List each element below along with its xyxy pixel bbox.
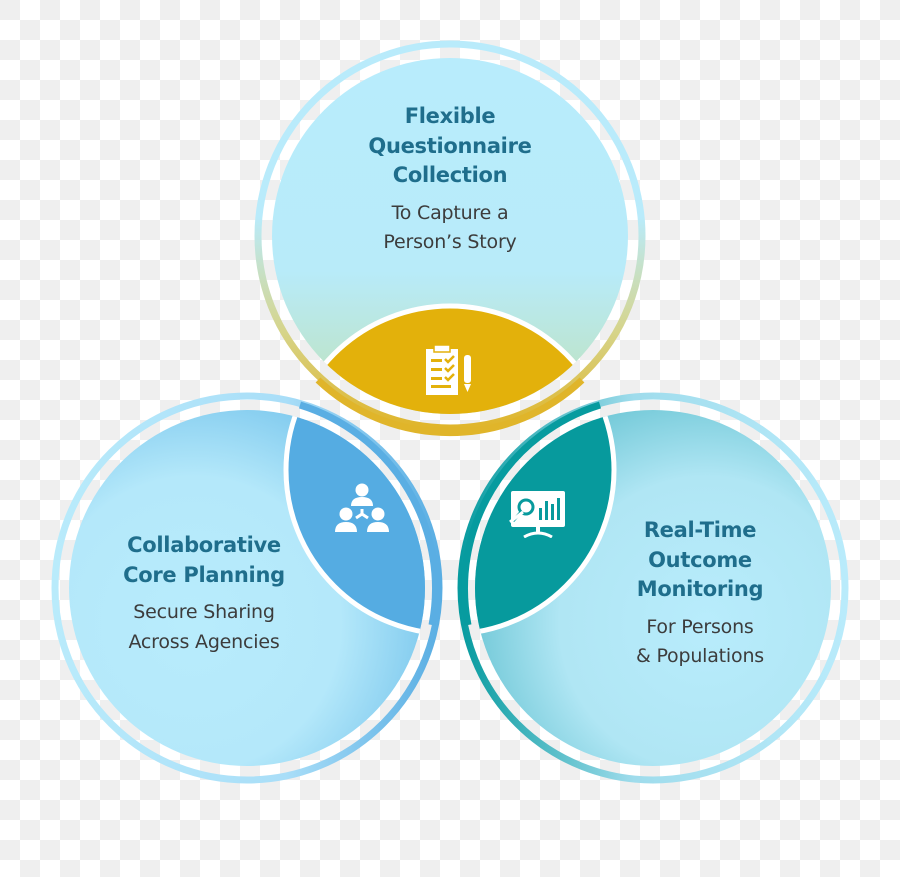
left-circle-subtitle: Secure Sharing Across Agencies	[128, 601, 280, 653]
right-circle-title: Real-Time Outcome Monitoring	[636, 518, 764, 601]
monitor-analytics-icon	[509, 491, 565, 538]
top-circle-ring	[254, 40, 646, 432]
top-circle-fill	[272, 58, 628, 414]
right-circle-label: Real-Time Outcome Monitoring For Persons…	[550, 516, 850, 672]
clipboard-checklist-icon	[426, 344, 471, 395]
left-circle-title: Collaborative Core Planning	[123, 533, 285, 587]
top-circle-label: Flexible Questionnaire Collection To Cap…	[300, 102, 600, 258]
team-network-icon	[335, 483, 389, 532]
top-circle-subtitle: To Capture a Person’s Story	[383, 201, 517, 254]
top-circle-title: Flexible Questionnaire Collection	[368, 104, 532, 187]
left-circle-label: Collaborative Core Planning Secure Shari…	[54, 531, 354, 657]
left-overlap-lens	[288, 410, 425, 632]
top-overlap-lens	[288, 308, 612, 414]
right-overlap-lens	[475, 410, 612, 632]
right-circle-subtitle: For Persons & Populations	[636, 615, 764, 668]
